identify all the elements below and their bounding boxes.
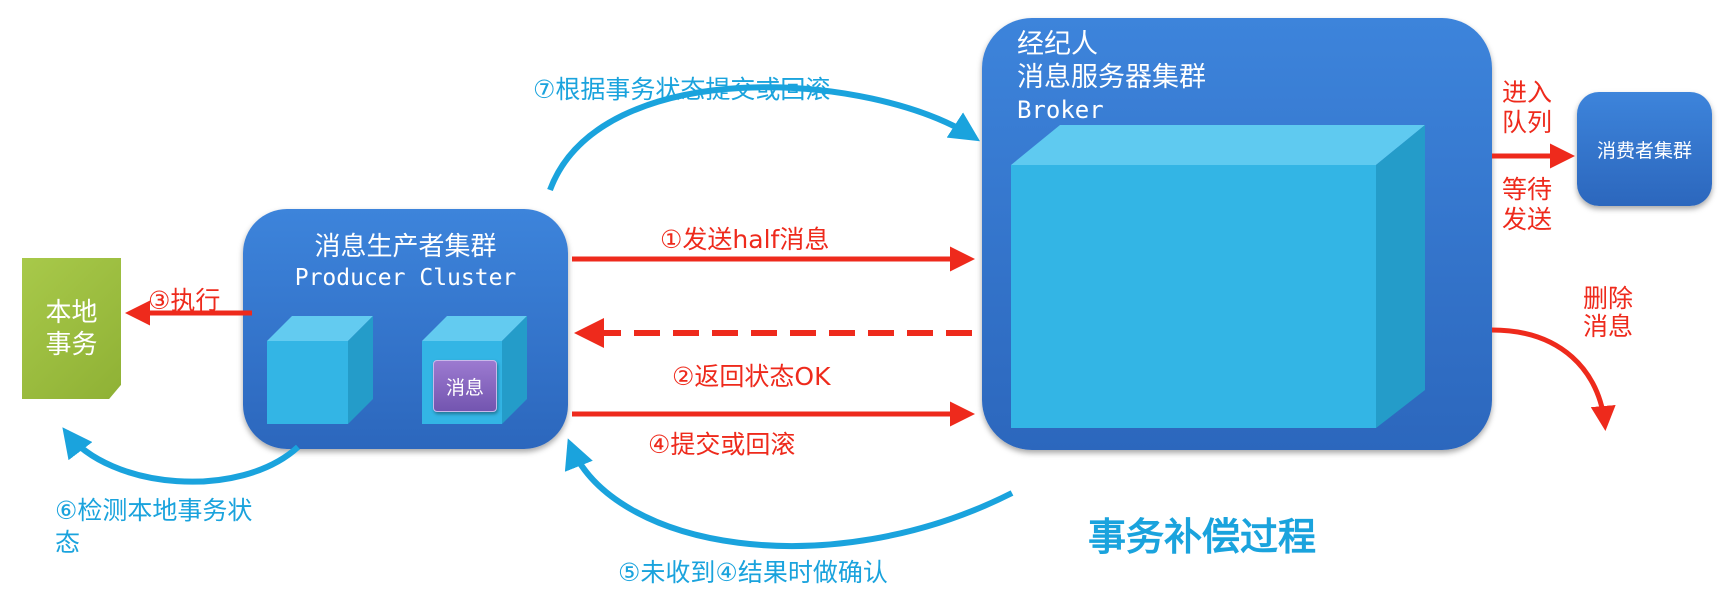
step-5-label: ⑤未收到④结果时做确认 xyxy=(618,558,888,587)
local-tx-line1: 本地 xyxy=(45,297,98,328)
broker-title: 经纪人 消息服务器集群 Broker xyxy=(1017,28,1206,127)
step-3-label: ③执行 xyxy=(148,286,221,315)
enqueue-label: 进入 队列 xyxy=(1502,78,1552,138)
step-6-line2: 态 xyxy=(55,528,81,557)
broker-title-line1: 经纪人 xyxy=(1017,29,1098,60)
message-box-label: 消息 xyxy=(445,376,484,399)
broker-title-line3: Broker xyxy=(1017,96,1104,124)
step-7-label: ⑦根据事务状态提交或回滚 xyxy=(533,75,831,104)
wait-send-line2: 发送 xyxy=(1502,205,1553,234)
message-box: 消息 xyxy=(433,360,497,412)
broker-cube xyxy=(1011,125,1425,428)
compensation-title: 事务补偿过程 xyxy=(1088,515,1317,559)
producer-title: 消息生产者集群 Producer Cluster xyxy=(243,232,568,294)
step-2-label: ②返回状态OK xyxy=(672,362,831,391)
arrow-commit-by-status xyxy=(547,84,981,192)
enqueue-line2: 队列 xyxy=(1502,108,1553,137)
step-6-line1: ⑥检测本地事务状 xyxy=(55,496,253,525)
broker-title-line2: 消息服务器集群 xyxy=(1017,62,1206,93)
local-tx-line2: 事务 xyxy=(45,329,98,360)
step-4-label: ④提交或回滚 xyxy=(648,430,796,459)
consumer-cluster-box: 消费者集群 xyxy=(1577,92,1712,206)
delete-message-line1: 删除 xyxy=(1583,284,1634,313)
producer-title-cn: 消息生产者集群 xyxy=(314,232,497,262)
producer-cube-1 xyxy=(267,316,373,424)
step-6-label: ⑥检测本地事务状 态 xyxy=(55,495,252,559)
wait-send-label: 等待 发送 xyxy=(1502,175,1552,235)
wait-send-line1: 等待 xyxy=(1502,175,1553,204)
arrow-check-local-status xyxy=(62,427,301,485)
consumer-label: 消费者集群 xyxy=(1596,139,1692,162)
arrow-confirm-check xyxy=(564,438,1014,549)
enqueue-line1: 进入 xyxy=(1502,78,1553,107)
producer-title-en: Producer Cluster xyxy=(294,265,517,291)
delete-message-label: 删除 消息 xyxy=(1583,285,1633,341)
arrow-delete-message xyxy=(1491,327,1616,431)
delete-message-line2: 消息 xyxy=(1583,312,1634,341)
local-transaction-box: 本地 事务 xyxy=(22,258,121,399)
step-1-label: ①发送half消息 xyxy=(660,225,830,254)
